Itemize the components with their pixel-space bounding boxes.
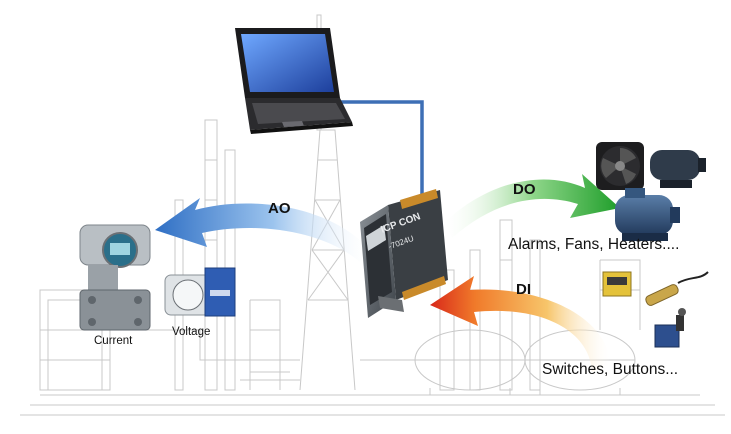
fan-icon [596, 142, 644, 190]
outputs-group-label: Alarms, Fans, Heaters.... [508, 236, 680, 253]
voltage-label: Voltage [172, 326, 211, 338]
io-module [360, 189, 448, 318]
do-arrow [445, 174, 620, 238]
ao-arrow [155, 198, 370, 262]
laptop-icon [235, 28, 353, 134]
proximity-sensor-icon [645, 271, 709, 306]
di-arrow-label: DI [516, 281, 531, 298]
di-arrow [430, 276, 610, 372]
current-label: Current [94, 335, 133, 347]
push-button-switch-icon [654, 308, 686, 348]
motor-large-icon [615, 188, 680, 241]
motor-small-icon [650, 150, 706, 188]
inputs-group-label: Switches, Buttons... [542, 361, 679, 378]
ao-arrow-label: AO [268, 200, 291, 217]
limit-switch-yellow-icon [602, 271, 632, 297]
do-arrow-label: DO [513, 181, 536, 198]
pressure-transmitter-icon [79, 224, 151, 331]
voltage-meter-icon [164, 267, 236, 317]
